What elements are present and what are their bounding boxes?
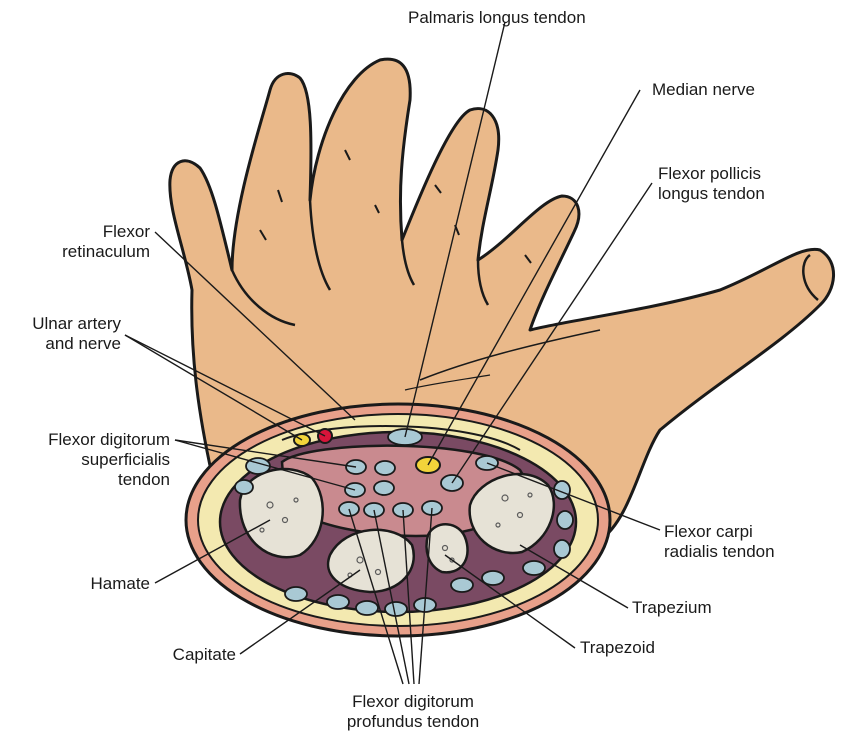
label-line: Palmaris longus tendon [408, 8, 586, 28]
label-line: superficialis [10, 450, 170, 470]
label-line: tendon [10, 470, 170, 490]
label-line: Trapezium [632, 598, 712, 618]
label-line: Flexor [48, 222, 150, 242]
label-line: radialis tendon [664, 542, 775, 562]
label-line: and nerve [20, 334, 121, 354]
label-line: Flexor digitorum [10, 430, 170, 450]
label-line: longus tendon [658, 184, 765, 204]
label-line: Median nerve [652, 80, 755, 100]
label-trapezium: Trapezium [632, 598, 712, 618]
label-line: Hamate [60, 574, 150, 594]
label-line: Flexor pollicis [658, 164, 765, 184]
label-line: Capitate [140, 645, 236, 665]
label-line: profundus tendon [320, 712, 506, 732]
label-capitate: Capitate [140, 645, 236, 665]
label-hamate: Hamate [60, 574, 150, 594]
label-line: Flexor carpi [664, 522, 775, 542]
label-trapezoid: Trapezoid [580, 638, 655, 658]
label-line: Trapezoid [580, 638, 655, 658]
label-median-nerve: Median nerve [652, 80, 755, 100]
label-line: retinaculum [48, 242, 150, 262]
label-line: Ulnar artery [20, 314, 121, 334]
wrist-cross-section [186, 404, 610, 636]
label-palmaris-longus-tendon: Palmaris longus tendon [408, 8, 586, 28]
label-line: Flexor digitorum [320, 692, 506, 712]
